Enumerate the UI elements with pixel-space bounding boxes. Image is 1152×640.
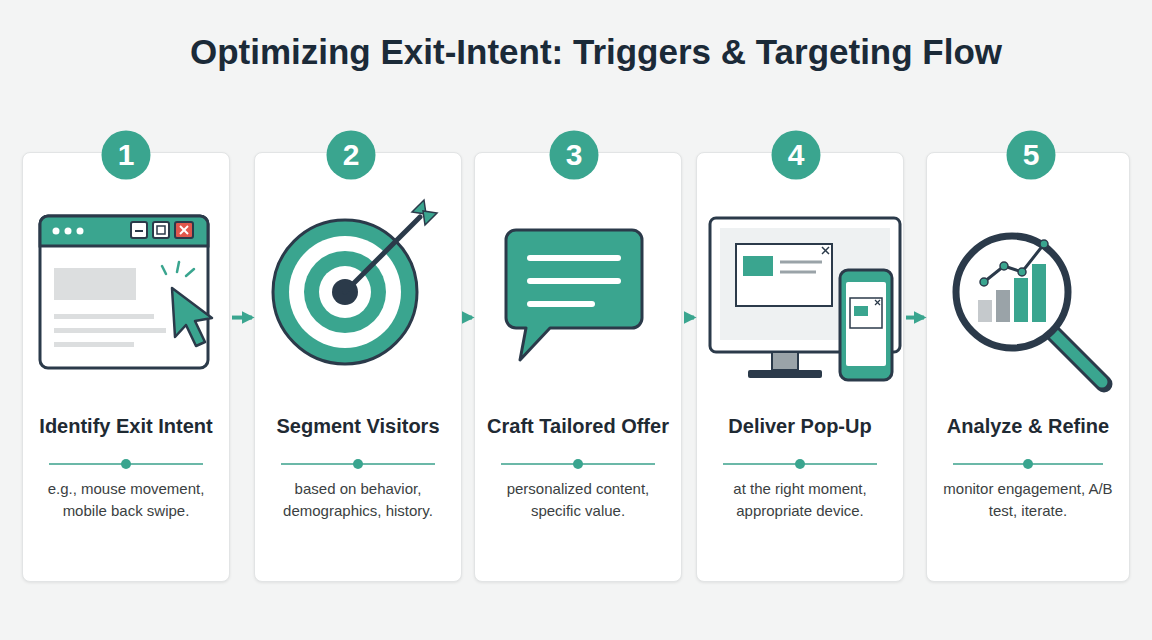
flow-arrow [684,316,694,320]
step-number-badge: 2 [326,130,376,180]
step-heading: Analyze & Refine [931,413,1125,439]
step-number: 1 [101,130,151,180]
divider-rule [49,459,203,469]
divider-rule [501,459,655,469]
badge-circle [1007,131,1056,180]
diagram-title: Optimizing Exit-Intent: Triggers & Targe… [40,30,1152,74]
step-number-badge: 4 [771,130,821,180]
divider-rule [281,459,435,469]
step-card: Analyze & Refine monitor engagement, A/B … [926,152,1130,582]
flow-arrow [464,316,472,320]
step-number-badge: 3 [549,130,599,180]
divider-dot [353,459,363,469]
step-card: Craft Tailored Offer personalized content… [474,152,682,582]
step-heading: Craft Tailored Offer [479,413,677,439]
divider-dot [121,459,131,469]
step-description: at the right moment, appropriate device. [711,478,889,522]
badge-circle [327,131,376,180]
badge-circle [772,131,821,180]
badge-circle [102,131,151,180]
flow-arrow [906,316,924,320]
divider-dot [1023,459,1033,469]
step-number: 3 [549,130,599,180]
divider-rule [723,459,877,469]
flow-arrow [232,316,252,320]
step-card: Deliver Pop-Up at the right moment, appro… [696,152,904,582]
step-description: e.g., mouse movement, mobile back swipe. [37,478,215,522]
step-description: monitor engagement, A/B test, iterate. [941,478,1115,522]
step-number: 4 [771,130,821,180]
badge-circle [550,131,599,180]
step-heading: Segment Visitors [259,413,457,439]
divider-rule [953,459,1103,469]
step-heading: Deliver Pop-Up [701,413,899,439]
step-number: 5 [1006,130,1056,180]
step-card: Identify Exit Intent e.g., mouse movement… [22,152,230,582]
step-heading: Identify Exit Intent [27,413,225,439]
step-card: Segment Visitors based on behavior, demog… [254,152,462,582]
divider-dot [573,459,583,469]
step-number-badge: 5 [1006,130,1056,180]
step-number-badge: 1 [101,130,151,180]
step-number: 2 [326,130,376,180]
step-description: based on behavior, demographics, history… [269,478,447,522]
step-description: personalized content, specific value. [489,478,667,522]
divider-dot [795,459,805,469]
